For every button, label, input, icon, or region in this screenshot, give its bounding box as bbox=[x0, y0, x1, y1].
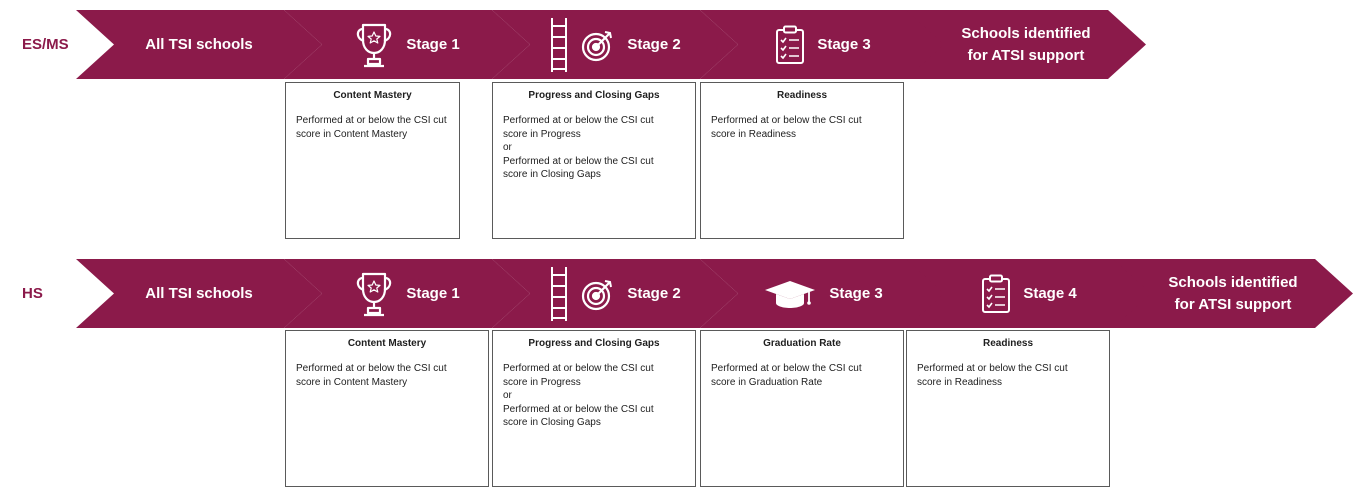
criteria-line: Performed at or below the CSI cut score … bbox=[503, 403, 654, 429]
criteria-box-graduation-rate: Graduation Rate Performed at or below th… bbox=[700, 330, 904, 487]
criteria-title: Content Mastery bbox=[347, 338, 427, 349]
clipboard-checklist-icon bbox=[775, 25, 805, 65]
chevron-stage-3: Stage 3 bbox=[700, 259, 946, 328]
row-label-es-ms: ES/MS bbox=[22, 36, 69, 53]
criteria-line: Performed at or below the CSI cut score … bbox=[296, 363, 447, 388]
criteria-box-readiness: Readiness Performed at or below the CSI … bbox=[700, 82, 904, 239]
chevron-all-tsi-schools: All TSI schools bbox=[76, 259, 322, 328]
chevron-stage-3: Stage 3 bbox=[700, 10, 946, 79]
chevron-label: Stage 1 bbox=[406, 35, 460, 53]
criteria-title: Readiness bbox=[982, 338, 1034, 349]
chevron-stage-1: Stage 1 bbox=[284, 259, 530, 328]
criteria-title: Progress and Closing Gaps bbox=[528, 90, 660, 101]
chevron-stage-2: Stage 2 bbox=[492, 259, 738, 328]
chevron-label: Schools identified for ATSI support bbox=[961, 24, 1091, 64]
chevron-label: All TSI schools bbox=[145, 35, 253, 53]
criteria-line: Performed at or below the CSI cut score … bbox=[503, 155, 654, 181]
criteria-box-progress-closing-gaps: Progress and Closing Gaps Performed at o… bbox=[492, 82, 696, 239]
criteria-box-readiness: Readiness Performed at or below the CSI … bbox=[906, 330, 1110, 487]
chevron-stage-4: Stage 4 bbox=[906, 259, 1152, 328]
graduation-cap-icon bbox=[763, 279, 817, 309]
criteria-title: Content Mastery bbox=[333, 90, 412, 101]
chevron-label: Stage 2 bbox=[627, 284, 681, 302]
chevron-label: All TSI schools bbox=[145, 284, 253, 302]
clipboard-checklist-icon bbox=[981, 274, 1011, 314]
criteria-line: Performed at or below the CSI cut score … bbox=[711, 115, 862, 140]
row-label-hs: HS bbox=[22, 285, 43, 302]
chevron-label: Schools identified for ATSI support bbox=[1168, 273, 1298, 313]
criteria-box-progress-closing-gaps: Progress and Closing Gaps Performed at o… bbox=[492, 330, 696, 487]
chevron-label: Stage 3 bbox=[829, 284, 883, 302]
chevron-stage-1: Stage 1 bbox=[284, 10, 530, 79]
chevron-label: Stage 2 bbox=[627, 35, 681, 53]
criteria-line: Performed at or below the CSI cut score … bbox=[917, 363, 1068, 388]
target-icon bbox=[581, 28, 615, 62]
target-icon bbox=[581, 277, 615, 311]
criteria-line: or bbox=[503, 390, 512, 401]
ladder-icon bbox=[549, 266, 569, 322]
ladder-icon bbox=[549, 17, 569, 73]
criteria-line: Performed at or below the CSI cut score … bbox=[503, 363, 654, 388]
criteria-line: or bbox=[503, 142, 512, 153]
trophy-icon bbox=[354, 22, 394, 68]
chevron-stage-2: Stage 2 bbox=[492, 10, 738, 79]
chevron-label: Stage 4 bbox=[1023, 284, 1077, 302]
chevron-schools-identified: Schools identified for ATSI support bbox=[906, 10, 1146, 79]
criteria-title: Graduation Rate bbox=[763, 338, 841, 349]
chevron-schools-identified: Schools identified for ATSI support bbox=[1113, 259, 1353, 328]
criteria-line: Performed at or below the CSI cut score … bbox=[711, 363, 862, 388]
chevron-label: Stage 1 bbox=[406, 284, 460, 302]
criteria-box-content-mastery: Content Mastery Performed at or below th… bbox=[285, 82, 460, 239]
criteria-title: Progress and Closing Gaps bbox=[528, 338, 660, 349]
criteria-title: Readiness bbox=[776, 90, 828, 101]
criteria-line: Performed at or below the CSI cut score … bbox=[503, 115, 654, 140]
chevron-all-tsi-schools: All TSI schools bbox=[76, 10, 322, 79]
criteria-line: Performed at or below the CSI cut score … bbox=[296, 115, 447, 140]
trophy-icon bbox=[354, 271, 394, 317]
chevron-label: Stage 3 bbox=[817, 35, 871, 53]
criteria-box-content-mastery: Content Mastery Performed at or below th… bbox=[285, 330, 489, 487]
